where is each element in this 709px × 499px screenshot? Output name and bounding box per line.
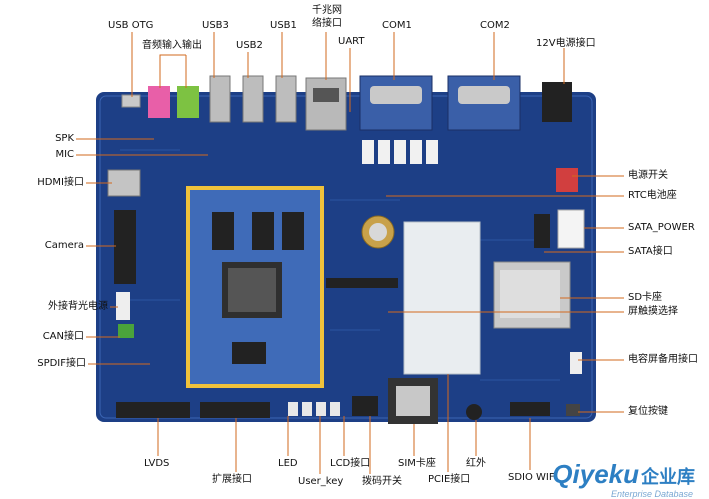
label-com1: COM1 [382,20,412,31]
label-spk: SPK [55,133,74,144]
label-hdmi: HDMI接口 [37,177,84,188]
label-usb-otg: USB OTG [108,20,154,31]
leader-lines [76,32,624,474]
label-pcie: PCIE接口 [428,474,471,485]
audio-jack-pink [148,86,170,118]
label-usb2: USB2 [236,40,263,51]
label-sata: SATA接口 [628,246,673,257]
label-can: CAN接口 [42,331,84,342]
watermark-brand: Qiyeku [552,459,639,489]
label-usb3: USB3 [202,20,229,31]
label-touch-select: 屏触摸选择 [628,306,678,317]
pcie-card [403,221,481,375]
label-lcd: LCD接口 [330,458,371,469]
label-led: LED [278,458,298,469]
label-expansion: 扩展接口 [212,474,252,485]
label-ethernet: 千兆网络接口 [310,4,344,30]
label-lvds: LVDS [144,458,170,469]
label-dip-switch: 拨码开关 [362,476,402,487]
label-reset: 复位按键 [628,406,668,417]
label-rtc-battery: RTC电池座 [628,190,677,201]
label-ethernet-line1: 千兆网 [312,5,342,16]
label-camera: Camera [44,240,84,251]
label-com2: COM2 [480,20,510,31]
label-spdif: SPDIF接口 [37,358,86,369]
pcb-board [96,92,596,422]
label-power-switch: 电源开关 [628,170,668,181]
label-cap-screen: 电容屏备用接口 [628,354,698,365]
label-ir: 红外 [466,458,486,469]
label-usb1: USB1 [270,20,297,31]
label-audio-io: 音频输入输出 [142,40,202,51]
audio-jack-green [177,86,199,118]
watermark-sub: Enterprise Database [610,489,693,499]
label-12v-power: 12V电源接口 [536,38,596,49]
label-user-key: User_key [298,476,344,487]
label-sata-power: SATA_POWER [628,222,695,233]
label-backlight: 外接背光电源 [48,301,108,312]
label-ethernet-line2: 络接口 [312,18,342,29]
label-uart: UART [338,36,365,47]
watermark-cn: 企业库 [641,467,695,488]
label-mic: MIC [55,149,74,160]
label-sdio-wifi: SDIO WIFI [508,472,558,483]
label-sim: SIM卡座 [398,458,436,469]
label-sd-card: SD卡座 [628,292,663,303]
